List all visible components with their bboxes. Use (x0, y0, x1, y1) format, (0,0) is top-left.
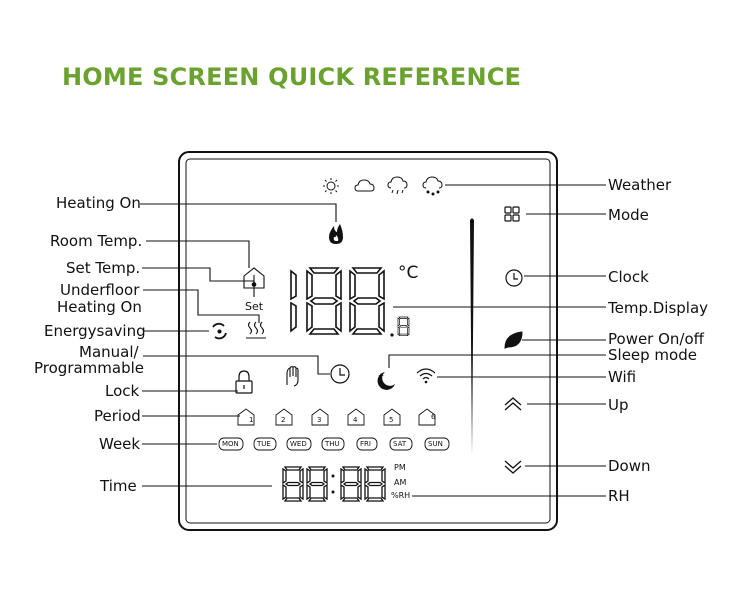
weekday-label: SUN (428, 440, 443, 448)
period-number: 6 (431, 413, 436, 421)
weekday-label: SAT (393, 440, 407, 448)
label-programmable: Programmable (34, 359, 145, 377)
label-up: Up (608, 396, 629, 414)
device-frame (178, 151, 558, 531)
am-indicator: AM (394, 478, 407, 487)
time-display-digits (282, 466, 386, 502)
rain-icon (387, 176, 408, 195)
lock-icon (235, 370, 253, 394)
label-time: Time (100, 477, 137, 495)
label-sleep-mode: Sleep mode (608, 346, 697, 364)
energysaving-icon (212, 322, 227, 340)
label-mode: Mode (608, 206, 649, 224)
sun-icon (323, 178, 339, 194)
set-text: Set (245, 300, 264, 313)
label-room-temp: Room Temp. (50, 232, 143, 250)
snow-icon (422, 176, 443, 196)
underfloor-heating-icon (246, 321, 266, 339)
hand-icon (286, 366, 299, 387)
label-temp-display: Temp.Display (608, 299, 709, 317)
moon-icon (377, 372, 395, 390)
right-leader-lines (388, 184, 606, 497)
chevron-up-icon (504, 397, 522, 411)
label-wifi: Wifi (608, 368, 637, 386)
clock-icon (330, 364, 350, 384)
right-clock-icon (505, 269, 523, 287)
weekday-label: WED (290, 440, 307, 448)
weekday-label: FRI (360, 440, 371, 448)
label-rh: RH (608, 487, 630, 505)
label-energysaving: Energysaving (44, 322, 146, 340)
leaf-icon (504, 331, 523, 349)
period-number: 4 (353, 416, 358, 424)
celsius-unit: °C (398, 263, 419, 283)
label-underfloor-2: Heating On (57, 298, 142, 316)
device-screen (185, 158, 551, 524)
flame-icon (329, 224, 343, 244)
chevron-down-icon (504, 460, 522, 474)
screen-divider (470, 218, 474, 455)
period-number: 3 (317, 416, 322, 424)
label-week: Week (99, 435, 141, 453)
page-title: HOME SCREEN QUICK REFERENCE (62, 63, 522, 91)
wifi-icon (416, 368, 436, 384)
label-heating-on: Heating On (56, 194, 141, 212)
label-underfloor-1: Underfloor (60, 281, 140, 299)
period-number: 2 (281, 416, 286, 424)
weekday-boxes (218, 437, 450, 451)
weekday-label: THU (325, 440, 340, 448)
label-period: Period (94, 407, 141, 425)
period-number: 1 (249, 416, 254, 424)
label-weather: Weather (608, 176, 672, 194)
cloud-icon (354, 179, 375, 192)
mode-icon (504, 206, 520, 222)
weekday-label: MON (222, 440, 239, 448)
label-power: Power On/off (608, 330, 704, 348)
temp-display-digits (290, 267, 410, 337)
rh-indicator: %RH (391, 491, 411, 500)
left-leader-lines (140, 203, 337, 487)
period-number: 5 (389, 416, 394, 424)
weekday-label: TUE (257, 440, 271, 448)
label-down: Down (608, 457, 651, 475)
label-manual: Manual/ (79, 343, 139, 361)
label-lock: Lock (105, 382, 140, 400)
label-clock: Clock (608, 268, 649, 286)
label-set-temp: Set Temp. (66, 259, 141, 277)
room-temp-icon (243, 267, 265, 289)
period-icons (237, 408, 436, 426)
pm-indicator: PM (394, 463, 406, 472)
